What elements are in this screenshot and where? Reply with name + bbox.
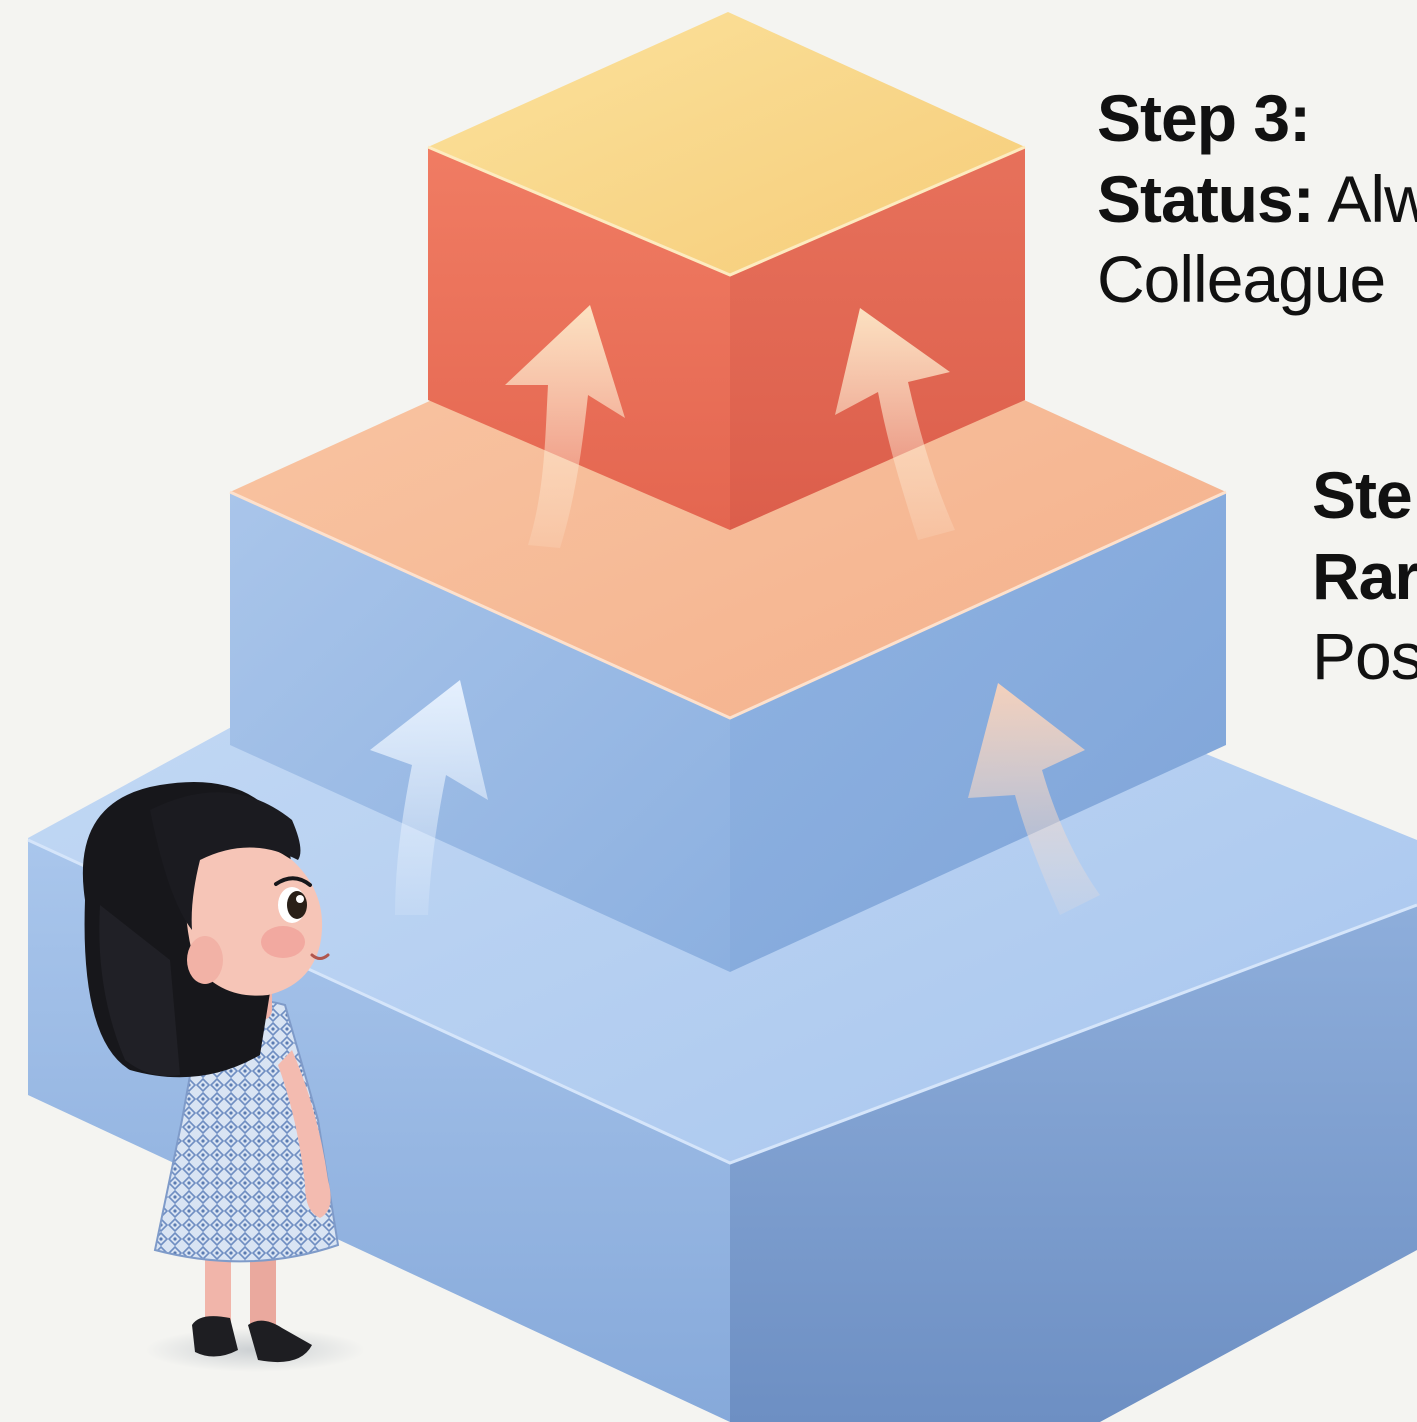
girl-figure xyxy=(82,782,365,1372)
step-2-heading: Ste xyxy=(1312,458,1413,532)
step-3-heading: Step 3: xyxy=(1097,81,1311,155)
step-3-status-line: Status: Alw xyxy=(1097,159,1417,240)
middle-step-left-face xyxy=(230,492,730,972)
step-2-description: Pos xyxy=(1312,619,1417,694)
step-3-status-value: Alw xyxy=(1327,161,1417,236)
arrow-up-icon xyxy=(505,305,625,548)
step-3-description: Colleague xyxy=(1097,242,1386,317)
step-3-label: Step 3: Status: Alw Colleague xyxy=(1097,78,1417,320)
base-step-right-face xyxy=(730,905,1417,1422)
arrow-up-icon xyxy=(370,680,488,915)
step-2-rank-line: Rar xyxy=(1312,538,1417,613)
arrow-up-icon xyxy=(968,683,1100,915)
arrow-up-icon xyxy=(835,308,955,540)
step-2-label: Ste Rar Pos xyxy=(1312,455,1417,697)
middle-step-right-face xyxy=(730,492,1226,972)
step-3-status-key: Status: xyxy=(1097,161,1315,236)
